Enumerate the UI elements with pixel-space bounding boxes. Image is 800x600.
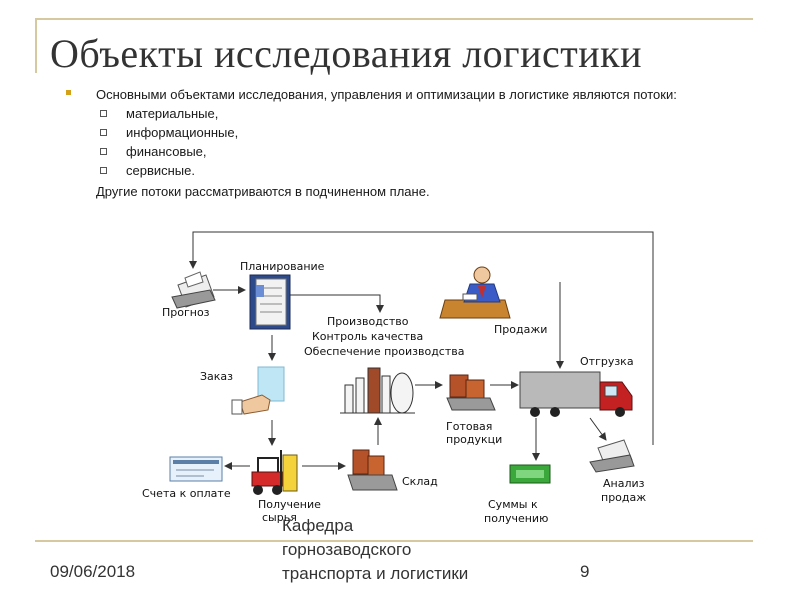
quality-control-label: Контроль качества	[312, 330, 423, 343]
raw-receipt-label-1: Получение	[258, 498, 321, 511]
receivables-label-2: получению	[484, 512, 548, 525]
sub-bullet: материальные,	[66, 105, 706, 122]
salesperson-icon	[439, 266, 511, 319]
main-bullet: Основными объектами исследования, управл…	[66, 86, 706, 103]
truck-icon	[519, 371, 633, 417]
bullet-marker-icon	[66, 90, 71, 95]
production-label: Производство	[327, 315, 409, 328]
factory-icon	[340, 367, 415, 414]
checkbox-bullet-icon	[100, 148, 107, 155]
money-icon	[509, 464, 551, 484]
sub-bullet: информационные,	[66, 124, 706, 141]
intro-text: Основными объектами исследования, управл…	[96, 87, 677, 102]
receivables-label-1: Суммы к	[488, 498, 538, 511]
finished-goods-label-2: продукци	[446, 433, 502, 446]
production-support-label: Обеспечение производства	[304, 345, 465, 358]
planning-label: Планирование	[240, 260, 325, 273]
bullet-list: Основными объектами исследования, управл…	[66, 86, 706, 200]
connector-lines	[189, 231, 654, 470]
checkbox-bullet-icon	[100, 167, 107, 174]
finished-goods-boxes-icon	[446, 374, 496, 411]
slide-frame-top	[35, 18, 753, 20]
slide-frame-left	[35, 18, 37, 73]
analysis-printer-icon	[589, 439, 635, 473]
planning-to-production-arrow	[290, 294, 384, 313]
analysis-label-1: Анализ	[603, 477, 645, 490]
invoices-label: Счета к оплате	[142, 487, 231, 500]
finished-goods-label-1: Готовая	[446, 420, 492, 433]
page-number: 9	[580, 562, 590, 581]
invoice-cheque-icon	[169, 456, 223, 482]
order-label: Заказ	[200, 370, 233, 383]
forklift-icon	[251, 450, 298, 495]
order-hand-icon	[231, 366, 285, 415]
warehouse-label: Склад	[402, 475, 438, 488]
slide-frame-bottom	[35, 540, 753, 542]
slide-title: Объекты исследования логистики	[50, 31, 642, 76]
raw-receipt-label-2: сырья	[262, 511, 297, 524]
feedback-arrow	[189, 231, 654, 445]
footer-date: 09/06/2018	[50, 562, 136, 581]
shipment-to-analysis-arrow	[589, 417, 607, 441]
warehouse-boxes-icon	[347, 449, 398, 491]
checkbox-bullet-icon	[100, 110, 107, 117]
analysis-label-2: продаж	[601, 491, 646, 504]
forecast-printer-icon	[171, 271, 216, 309]
sales-label: Продажи	[494, 323, 547, 336]
checkbox-bullet-icon	[100, 129, 107, 136]
sub-bullet: финансовые,	[66, 143, 706, 160]
planning-binder-icon	[249, 274, 291, 330]
outro-text: Другие потоки рассматриваются в подчинен…	[96, 184, 430, 199]
footer-department: Кафедра горнозаводского транспорта и лог…	[282, 516, 469, 583]
sub-bullet: сервисные.	[66, 162, 706, 179]
forecast-label: Прогноз	[162, 306, 210, 319]
shipment-label: Отгрузка	[580, 355, 634, 368]
